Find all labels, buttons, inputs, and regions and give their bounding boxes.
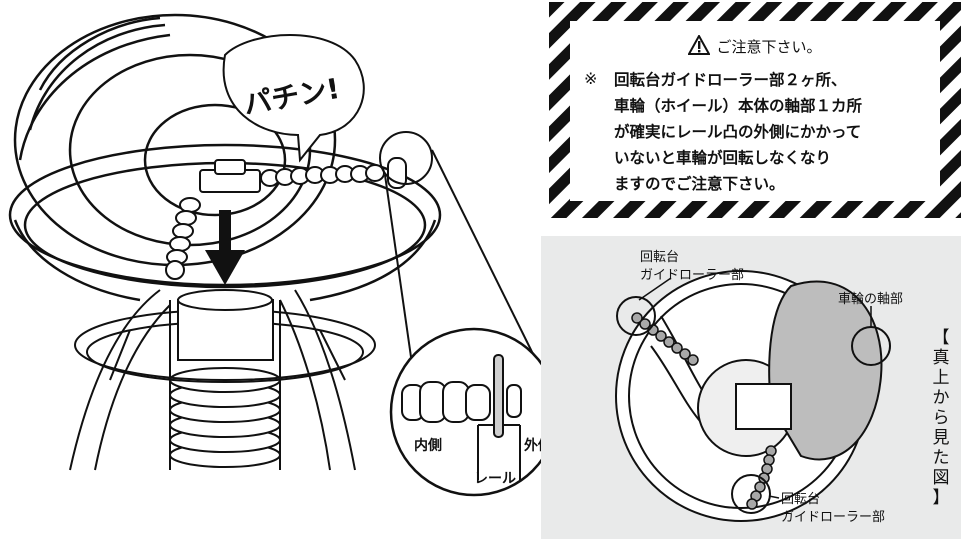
- wheel-shape: [768, 280, 883, 461]
- guide-roller-top-label-2: ガイドローラー部: [640, 268, 745, 283]
- caution-line: 回転台ガイドローラー部２ヶ所、: [614, 71, 847, 89]
- caution-panel: ご注意下さい。 ※ 回転台ガイドローラー部２ヶ所、 車輪（ホイール）本体の軸部１…: [570, 21, 940, 201]
- rail-label: レール: [474, 471, 516, 487]
- caution-box: ご注意下さい。 ※ 回転台ガイドローラー部２ヶ所、 車輪（ホイール）本体の軸部１…: [549, 2, 961, 218]
- speech-bubble: [222, 34, 365, 163]
- guide-roller-bottom-marker: [731, 474, 771, 514]
- caution-line: ますのでご注意下さい。: [614, 175, 785, 193]
- title-char: 【: [932, 328, 950, 348]
- title-char: か: [932, 388, 950, 408]
- title-char: ら: [932, 408, 950, 428]
- title-char: 図: [932, 468, 950, 488]
- guide-roller-top-marker: [616, 296, 656, 336]
- caution-line: が確実にレール凸の外側にかかって: [614, 123, 862, 141]
- caution-heading: ご注意下さい。: [570, 35, 940, 57]
- push-down-arrow-icon: [205, 210, 245, 285]
- top-view-drawing: [615, 270, 891, 522]
- title-char: 上: [932, 368, 950, 388]
- guide-roller-top-label-1: 回転台: [640, 250, 680, 265]
- caution-body: 回転台ガイドローラー部２ヶ所、 車輪（ホイール）本体の軸部１カ所 が確実にレール…: [614, 67, 934, 197]
- title-char: 真: [932, 348, 950, 368]
- guide-roller-bottom-label-2: ガイドローラー部: [781, 510, 886, 525]
- rail-ridge: [493, 354, 504, 438]
- coil-spring-left: [165, 197, 201, 280]
- title-char: た: [932, 448, 950, 468]
- zoom-detail: [389, 327, 559, 497]
- warning-triangle-icon: [688, 35, 711, 55]
- caution-line: 車輪（ホイール）本体の軸部１カ所: [614, 97, 863, 115]
- center-hub: [177, 289, 274, 361]
- reference-mark: ※: [584, 69, 598, 88]
- top-view-title: 【 真 上 か ら 見 た 図 】: [928, 328, 954, 508]
- caution-line: いないと車輪が回転しなくなり: [614, 149, 832, 167]
- coil-spring-right: [260, 164, 385, 187]
- axle-label: 車輪の軸部: [838, 292, 904, 307]
- title-char: 見: [932, 428, 950, 448]
- guide-roller-bottom-label-1: 回転台: [781, 492, 821, 507]
- caution-heading-text: ご注意下さい。: [716, 38, 822, 56]
- inner-side-label: 内側: [414, 438, 442, 454]
- title-char: 】: [932, 488, 950, 508]
- callout-source-circle: [379, 131, 433, 185]
- roller-arm: [165, 157, 407, 280]
- top-view-panel: 回転台 ガイドローラー部 車輪の軸部 回転台 ガイドローラー部: [541, 236, 961, 539]
